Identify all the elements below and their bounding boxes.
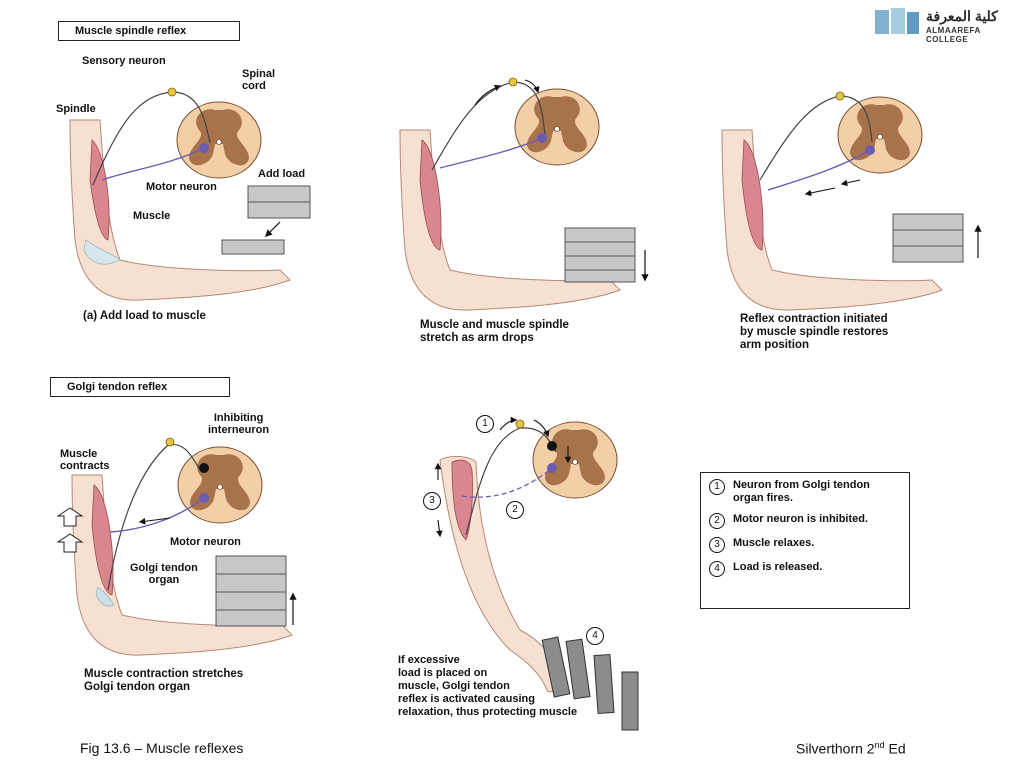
motor-path-a: [101, 147, 205, 181]
label-motor-neuron-a: Motor neuron: [146, 181, 217, 193]
marker-4: 4: [586, 627, 604, 645]
load-a: [247, 185, 311, 219]
label-sensory-neuron: Sensory neuron: [82, 55, 166, 67]
source-citation: Silverthorn 2nd Ed: [796, 740, 906, 757]
motor-body-a: [199, 143, 209, 153]
legend-number: 4: [709, 561, 725, 577]
legend-item: 4 Load is released.: [709, 561, 901, 577]
label-golgi-tendon-organ: Golgi tendon organ: [130, 562, 198, 586]
legend-item: 2 Motor neuron is inhibited.: [709, 513, 901, 529]
figure-caption: Fig 13.6 – Muscle reflexes: [80, 740, 244, 756]
caption-a: (a) Add load to muscle: [83, 310, 206, 322]
marker-3: 3: [423, 492, 441, 510]
label-spinal-cord: Spinal cord: [242, 68, 276, 92]
legend-number: 3: [709, 537, 725, 553]
logo-arabic: كلية المعرفة: [926, 8, 998, 24]
label-inhibiting-interneuron: Inhibiting interneuron: [208, 412, 270, 436]
book-logo-icon: [875, 8, 919, 34]
label-muscle-contracts: Muscle contracts: [60, 448, 110, 472]
spindle-section-title: Muscle spindle reflex: [58, 21, 240, 41]
legend-text: Load is released.: [733, 561, 823, 573]
legend-item: 1 Neuron from Golgi tendon organ fires.: [709, 479, 901, 505]
logo-english: ALMAAREFA COLLEGE: [926, 26, 981, 44]
legend-text: Muscle relaxes.: [733, 537, 815, 549]
label-add-load: Add load: [258, 168, 306, 180]
legend-text: Neuron from Golgi tendon organ fires.: [733, 479, 870, 504]
label-muscle: Muscle: [133, 210, 171, 222]
label-spindle: Spindle: [56, 103, 96, 115]
marker-2: 2: [506, 501, 524, 519]
caption-b: Muscle and muscle spindle stretch as arm…: [420, 319, 569, 344]
caption-c: Reflex contraction initiated by muscle s…: [740, 313, 889, 351]
label-motor-neuron-d: Motor neuron: [170, 536, 241, 548]
legend-number: 2: [709, 513, 725, 529]
sensory-body-a: [167, 87, 177, 97]
caption-golgi-left: Muscle contraction stretches Golgi tendo…: [84, 668, 244, 693]
marker-1: 1: [476, 415, 494, 433]
panel-a-graphic: [69, 119, 291, 301]
golgi-legend: 1 Neuron from Golgi tendon organ fires. …: [700, 472, 910, 609]
cord-a: [176, 101, 262, 179]
caption-golgi-right: If excessive load is placed on muscle, G…: [398, 654, 578, 718]
legend-text: Motor neuron is inhibited.: [733, 513, 869, 525]
golgi-section-title: Golgi tendon reflex: [50, 377, 230, 397]
legend-item: 3 Muscle relaxes.: [709, 537, 901, 553]
legend-number: 1: [709, 479, 725, 495]
